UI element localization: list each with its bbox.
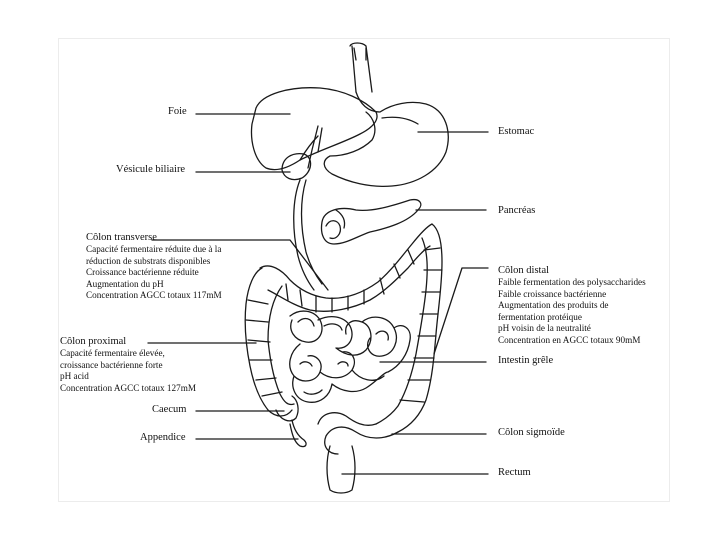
colon-proximal-note: Concentration AGCC totaux 127mM xyxy=(60,383,196,395)
label-colon-distal: Côlon distal Faible fermentation des pol… xyxy=(498,265,646,347)
colon-distal-note: Concentration en AGCC totaux 90mM xyxy=(498,335,646,347)
small-intestine-inner xyxy=(298,319,388,395)
label-caecum: Caecum xyxy=(152,404,186,416)
stomach-fold xyxy=(382,117,418,124)
caecum xyxy=(276,396,298,421)
label-appendice: Appendice xyxy=(140,432,185,444)
label-pancreas: Pancréas xyxy=(498,205,535,217)
colon-transverse-title: Côlon transverse xyxy=(86,232,222,244)
esophagus-upper xyxy=(354,48,366,60)
colon-transverse-note: Capacité fermentaire réduite due à la xyxy=(86,244,222,256)
colon-transverse-note: Augmentation du pH xyxy=(86,279,222,291)
label-colon-proximal: Côlon proximal Capacité fermentaire élev… xyxy=(60,336,196,394)
colon-distal-note: pH voisin de la neutralité xyxy=(498,323,646,335)
label-colon-transverse: Côlon transverse Capacité fermentaire ré… xyxy=(86,232,222,302)
colon-transverse-note: Concentration AGCC totaux 117mM xyxy=(86,290,222,302)
colon-proximal-title: Côlon proximal xyxy=(60,336,196,348)
pancreas-head xyxy=(326,210,345,238)
duodenum xyxy=(294,180,322,290)
transverse-colon-lower xyxy=(268,246,430,311)
ascending-haustra xyxy=(246,300,282,396)
colon-distal-note: Faible fermentation des polysaccharides xyxy=(498,277,646,289)
label-rectum: Rectum xyxy=(498,467,531,479)
colon-distal-note: Augmentation des produits de xyxy=(498,300,646,312)
label-colon-sigmoide: Côlon sigmoïde xyxy=(498,427,565,439)
colon-transverse-note: réduction de substrats disponibles xyxy=(86,256,222,268)
colon-proximal-note: Capacité fermentaire élevée, xyxy=(60,348,196,360)
colon-transverse-note: Croissance bactérienne réduite xyxy=(86,267,222,279)
appendix xyxy=(290,420,306,447)
label-intestin-grele: Intestin grêle xyxy=(498,355,553,367)
esophagus xyxy=(350,43,372,92)
stomach xyxy=(324,92,448,186)
ascending-colon-inner xyxy=(268,286,294,405)
label-estomac: Estomac xyxy=(498,126,534,138)
small-intestine xyxy=(290,311,411,402)
liver xyxy=(252,88,378,170)
colon-proximal-note: pH acid xyxy=(60,371,196,383)
colon-proximal-note: croissance bactérienne forte xyxy=(60,360,196,372)
colon-distal-note: fermentation protéique xyxy=(498,312,646,324)
colon-distal-note: Faible croissance bactérienne xyxy=(498,289,646,301)
colon-distal-title: Côlon distal xyxy=(498,265,646,277)
label-vesicule-biliaire: Vésicule biliaire xyxy=(116,164,185,176)
label-foie: Foie xyxy=(168,106,187,118)
leader-colon-distal xyxy=(434,268,488,354)
